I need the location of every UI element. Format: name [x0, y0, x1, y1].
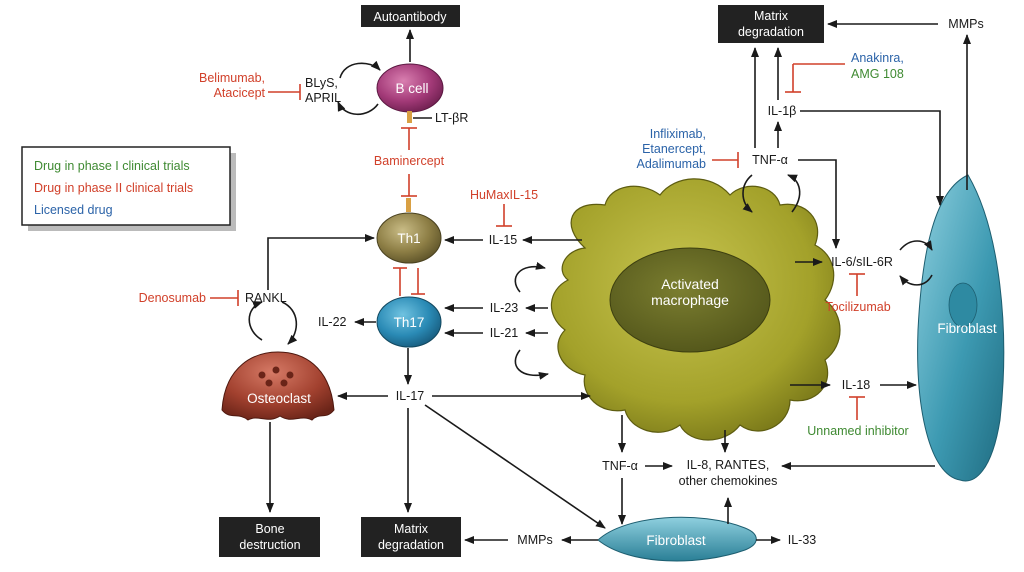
drug-etanercept: Etanercept, — [642, 142, 706, 156]
blys-label-line1: BLyS, — [305, 76, 338, 90]
legend-phase1: Drug in phase I clinical trials — [34, 159, 190, 173]
b-cell-receptor — [407, 111, 412, 123]
matrix-top-line2: degradation — [738, 25, 804, 39]
il6-label: IL-6/sIL-6R — [831, 255, 893, 269]
drug-tocilizumab: Tocilizumab — [825, 300, 890, 314]
rankl-label: RANKL — [245, 291, 287, 305]
inhibitions — [210, 63, 865, 420]
bone-line2: destruction — [239, 538, 300, 552]
drug-unnamed-inhibitor: Unnamed inhibitor — [807, 424, 908, 438]
matrix-bottom-line1: Matrix — [394, 522, 429, 536]
il22-label: IL-22 — [318, 315, 347, 329]
il21-label: IL-21 — [490, 326, 519, 340]
drugs: Belimumab, Atacicept Baminercept HuMaxIL… — [139, 51, 909, 438]
il18-label: IL-18 — [842, 378, 871, 392]
matrix-top-line1: Matrix — [754, 9, 789, 23]
osteoclast: Osteoclast — [221, 351, 335, 421]
il33-label: IL-33 — [788, 533, 817, 547]
box-autoantibody: Autoantibody — [361, 5, 460, 27]
box-matrix-degradation-bottom: Matrix degradation — [361, 517, 461, 557]
drug-belimumab-line2: Atacicept — [214, 86, 266, 100]
drug-belimumab-line1: Belimumab, — [199, 71, 265, 85]
drug-infliximab: Infliximab, — [650, 127, 706, 141]
tnfa-top-label: TNF-α — [752, 153, 788, 167]
drug-amg108: AMG 108 — [851, 67, 904, 81]
th17-cell: Th17 — [376, 296, 442, 348]
autoantibody-label: Autoantibody — [374, 10, 448, 24]
legend-phase2: Drug in phase II clinical trials — [34, 181, 193, 195]
drug-anakinra: Anakinra, — [851, 51, 904, 65]
th1-cell: Th1 — [376, 198, 442, 264]
legend-box — [21, 146, 231, 226]
th17-label: Th17 — [394, 315, 425, 330]
drug-denosumab: Denosumab — [139, 291, 206, 305]
macrophage-line2: macrophage — [651, 292, 729, 308]
fibroblast-bottom-label: Fibroblast — [646, 533, 706, 548]
il23-label: IL-23 — [490, 301, 519, 315]
arrows — [248, 20, 971, 544]
lt-br-label: LT-βR — [435, 111, 468, 125]
b-cell: B cell — [376, 63, 444, 123]
drug-humax-il15: HuMaxIL-15 — [470, 188, 538, 202]
legend-licensed: Licensed drug — [34, 203, 113, 217]
blys-label-line2: APRIL — [305, 91, 341, 105]
fibroblast-bottom: Fibroblast — [597, 516, 757, 562]
fibroblast-right-label: Fibroblast — [937, 321, 997, 336]
bone-line1: Bone — [255, 522, 284, 536]
macrophage-line1: Activated — [661, 276, 719, 292]
il8-label-line2: other chemokines — [679, 474, 778, 488]
b-cell-label: B cell — [395, 81, 428, 96]
drug-adalimumab: Adalimumab — [637, 157, 707, 171]
mmps-bottom-label: MMPs — [517, 533, 552, 547]
il8-label-line1: IL-8, RANTES, — [687, 458, 770, 472]
tnfa-bottom-label: TNF-α — [602, 459, 638, 473]
th1-receptor — [406, 198, 411, 212]
fibroblast-right: Fibroblast — [917, 174, 1005, 482]
activated-macrophage: Activated macrophage — [550, 178, 841, 441]
matrix-bottom-line2: degradation — [378, 538, 444, 552]
il15-label: IL-15 — [489, 233, 518, 247]
drug-baminercept: Baminercept — [374, 154, 445, 168]
box-bone-destruction: Bone destruction — [219, 517, 320, 557]
th1-label: Th1 — [397, 231, 420, 246]
legend: Drug in phase I clinical trials Drug in … — [21, 146, 236, 231]
il1b-label: IL-1β — [768, 104, 797, 118]
box-matrix-degradation-top: Matrix degradation — [718, 5, 824, 43]
mediators: BLyS, APRIL LT-βR IL-15 RANKL IL-22 IL-2… — [245, 17, 984, 547]
mmps-top-label: MMPs — [948, 17, 983, 31]
il17-label: IL-17 — [396, 389, 425, 403]
osteoclast-label: Osteoclast — [247, 391, 311, 406]
